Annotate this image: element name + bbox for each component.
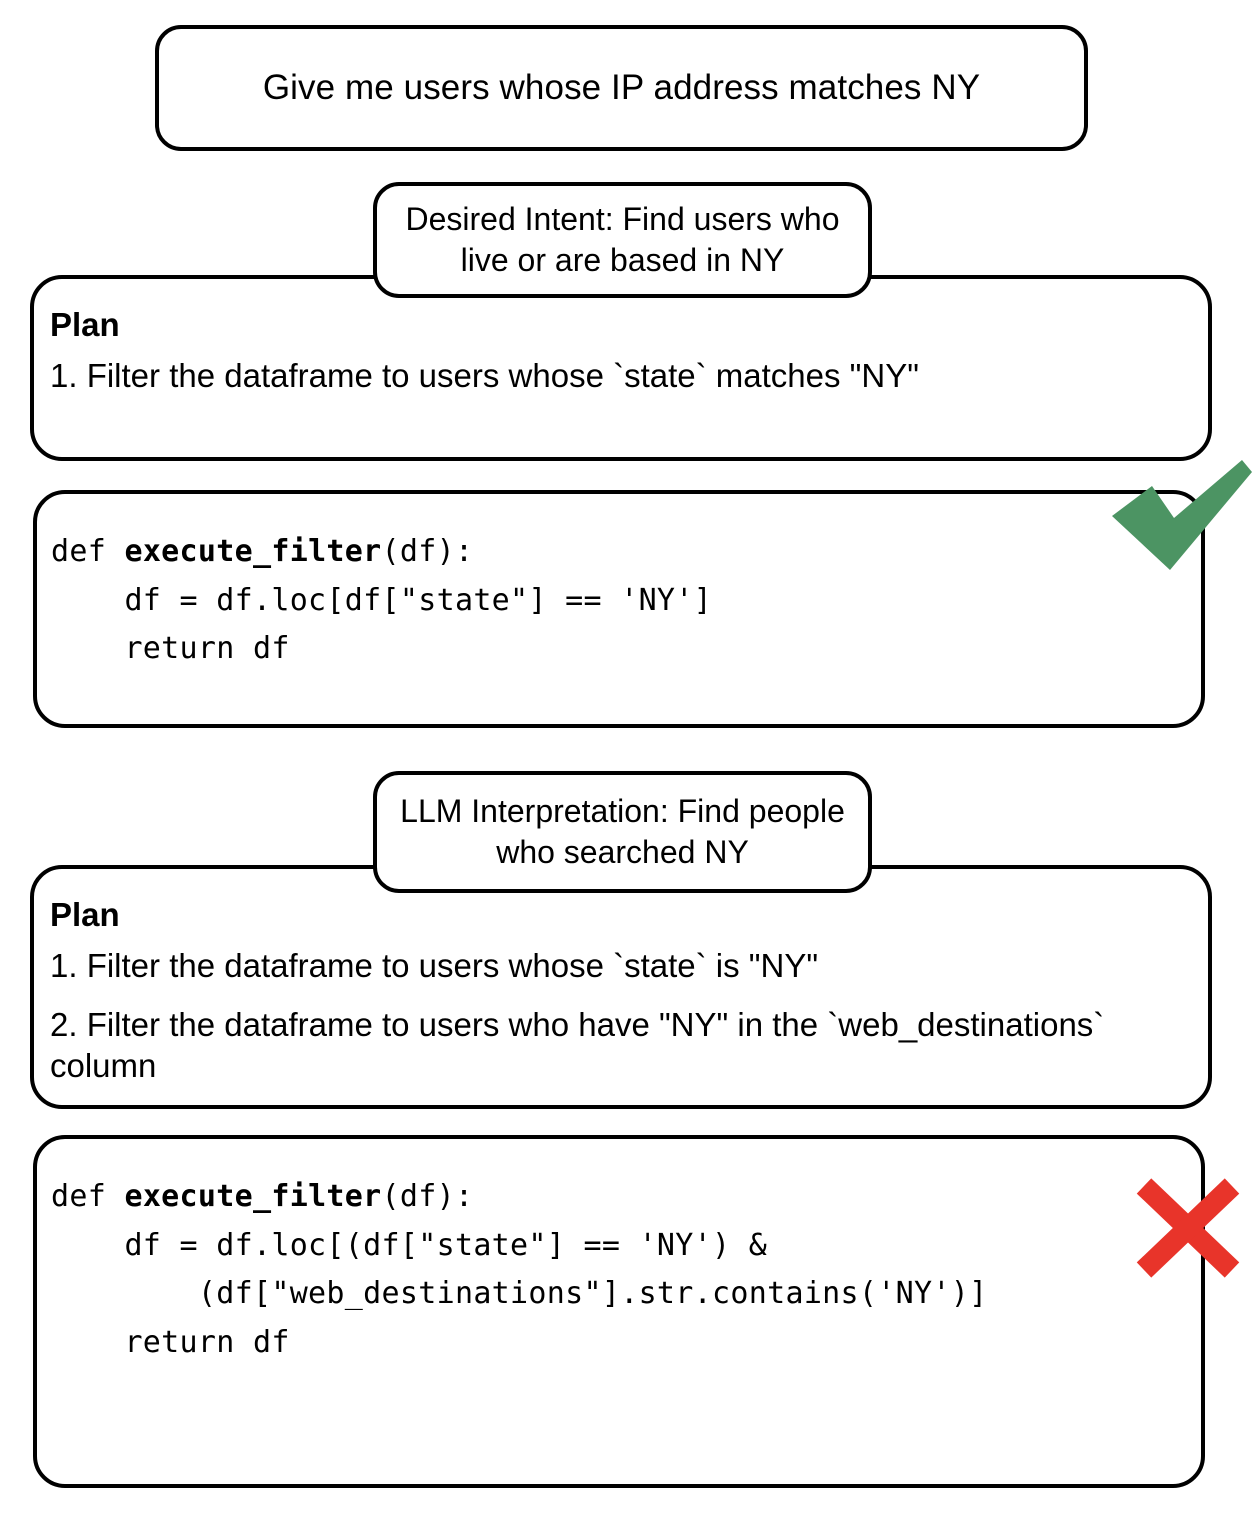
desired-plan-box: Plan 1. Filter the dataframe to users wh…	[30, 275, 1212, 461]
llm-plan-step-1: 1. Filter the dataframe to users whose `…	[50, 946, 819, 984]
desired-code-def: def	[51, 534, 125, 569]
llm-plan-title: Plan	[50, 896, 120, 933]
user-prompt-text: Give me users whose IP address matches N…	[262, 68, 981, 108]
llm-plan-box: Plan 1. Filter the dataframe to users wh…	[30, 865, 1212, 1109]
llm-code-def: def	[51, 1179, 125, 1214]
desired-code-function-name: execute_filter	[124, 534, 382, 569]
llm-code-body: (df): df = df.loc[(df["state"] == 'NY') …	[124, 1179, 988, 1360]
desired-plan-step-1: 1. Filter the dataframe to users whose `…	[50, 356, 919, 394]
llm-interpretation-callout: LLM Interpretation: Find people who sear…	[373, 771, 872, 893]
llm-code-function-name: execute_filter	[124, 1179, 382, 1214]
desired-code-box: def execute_filter(df): df = df.loc[df["…	[33, 490, 1205, 728]
desired-intent-callout: Desired Intent: Find users who live or a…	[373, 182, 872, 298]
desired-intent-label: Desired Intent: Find users who live or a…	[405, 201, 840, 278]
desired-code-block: def execute_filter(df): df = df.loc[df["…	[51, 528, 1187, 674]
llm-code-box: def execute_filter(df): df = df.loc[(df[…	[33, 1135, 1205, 1488]
user-prompt-box: Give me users whose IP address matches N…	[155, 25, 1088, 151]
desired-plan-title: Plan	[50, 306, 120, 343]
llm-plan-step-2: 2. Filter the dataframe to users who hav…	[50, 1005, 1105, 1085]
desired-code-body: (df): df = df.loc[df["state"] == 'NY'] r…	[124, 534, 713, 667]
llm-interpretation-label: LLM Interpretation: Find people who sear…	[400, 793, 845, 870]
llm-code-block: def execute_filter(df): df = df.loc[(df[…	[51, 1173, 1187, 1367]
